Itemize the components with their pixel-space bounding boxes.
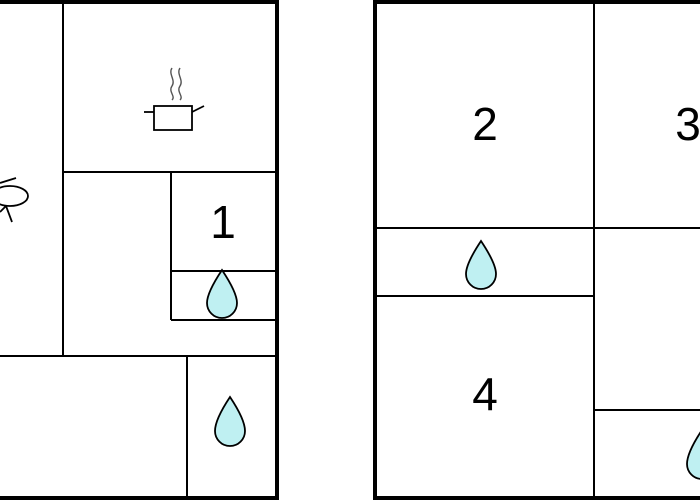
water-drop-icon xyxy=(214,395,246,447)
water-drop-icon xyxy=(465,239,497,290)
room-number-2: 2 xyxy=(472,98,498,150)
right-unit: 2 3 4 xyxy=(373,0,700,500)
right-unit-outer-wall xyxy=(373,0,700,500)
left-unit: 1 xyxy=(0,0,279,500)
water-drop-icon xyxy=(686,431,700,480)
cooking-pot-icon xyxy=(144,67,205,131)
water-drop-icon xyxy=(206,268,238,319)
room-number-3: 3 xyxy=(675,98,700,150)
room-number-1: 1 xyxy=(210,196,236,248)
left-unit-outer-wall xyxy=(0,0,279,500)
room-number-4: 4 xyxy=(472,368,498,420)
table-chairs-icon xyxy=(0,177,29,223)
